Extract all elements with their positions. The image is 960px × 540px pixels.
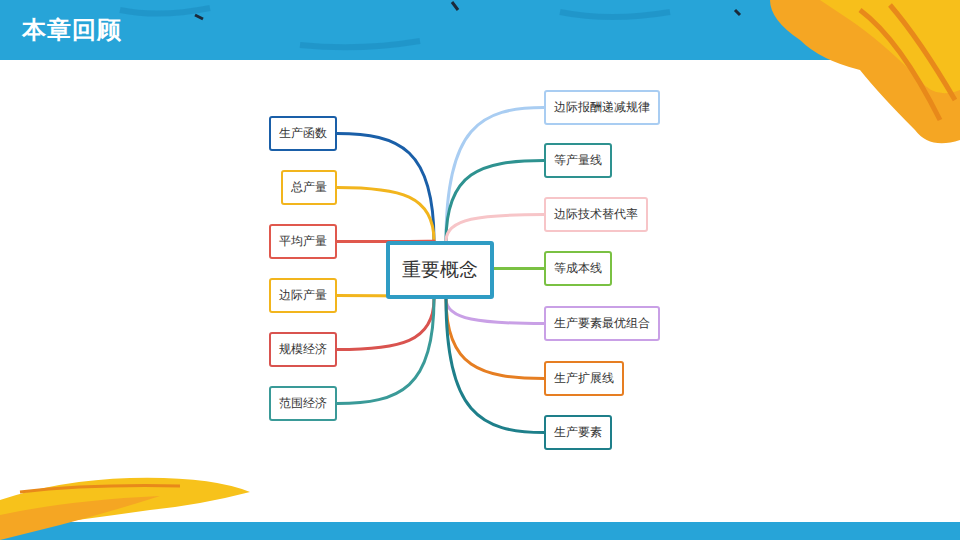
- paint-stroke: [20, 486, 180, 492]
- node-label: 边际报酬递减规律: [554, 100, 650, 114]
- concept-box: 边际报酬递减规律: [544, 90, 660, 125]
- concept-box: 等产量线: [544, 143, 612, 178]
- node-label: 等成本线: [554, 261, 602, 275]
- yellow-paint: [820, 0, 960, 93]
- paint-stroke: [860, 5, 955, 120]
- footer-bar: [0, 522, 960, 540]
- node-label: 边际技术替代率: [554, 207, 638, 221]
- concept-box: 总产量: [281, 170, 337, 205]
- node-label: 总产量: [291, 180, 327, 194]
- concept-box: 等成本线: [544, 251, 612, 286]
- concept-box: 生产要素最优组合: [544, 306, 660, 341]
- concept-box: 生产函数: [269, 116, 337, 151]
- paint-stroke: [660, 516, 880, 522]
- orange-paint: [0, 496, 160, 540]
- node-label: 生产要素: [554, 425, 602, 439]
- branch-connector: [446, 108, 544, 242]
- concept-box: 平均产量: [269, 224, 337, 259]
- branch-connector: [337, 299, 434, 404]
- node-label: 生产扩展线: [554, 371, 614, 385]
- node-label: 平均产量: [279, 234, 327, 248]
- concept-box: 生产扩展线: [544, 361, 624, 396]
- concept-box: 边际产量: [269, 278, 337, 313]
- branch-connector: [446, 215, 544, 242]
- node-label: 边际产量: [279, 288, 327, 302]
- branch-connector: [337, 134, 434, 242]
- paint-stroke: [120, 8, 670, 47]
- branch-connector: [494, 267, 544, 270]
- concept-box: 范围经济: [269, 386, 337, 421]
- concept-box: 生产要素: [544, 415, 612, 450]
- branch-connector: [446, 299, 544, 324]
- paint-speck: [195, 2, 740, 19]
- node-label: 规模经济: [279, 342, 327, 356]
- branch-connector: [446, 161, 544, 242]
- orange-paint: [770, 0, 960, 143]
- node-label: 重要概念: [402, 258, 478, 280]
- concept-box: 边际技术替代率: [544, 197, 648, 232]
- central-topic: 重要概念: [386, 241, 494, 299]
- branch-connector: [446, 299, 544, 379]
- node-label: 生产函数: [279, 126, 327, 140]
- node-label: 范围经济: [279, 396, 327, 410]
- branch-connector: [337, 188, 434, 242]
- node-label: 生产要素最优组合: [554, 316, 650, 330]
- node-label: 等产量线: [554, 153, 602, 167]
- slide-title: 本章回顾: [22, 14, 122, 46]
- concept-box: 规模经济: [269, 332, 337, 367]
- branch-connector: [446, 299, 544, 433]
- branch-connector: [337, 299, 434, 350]
